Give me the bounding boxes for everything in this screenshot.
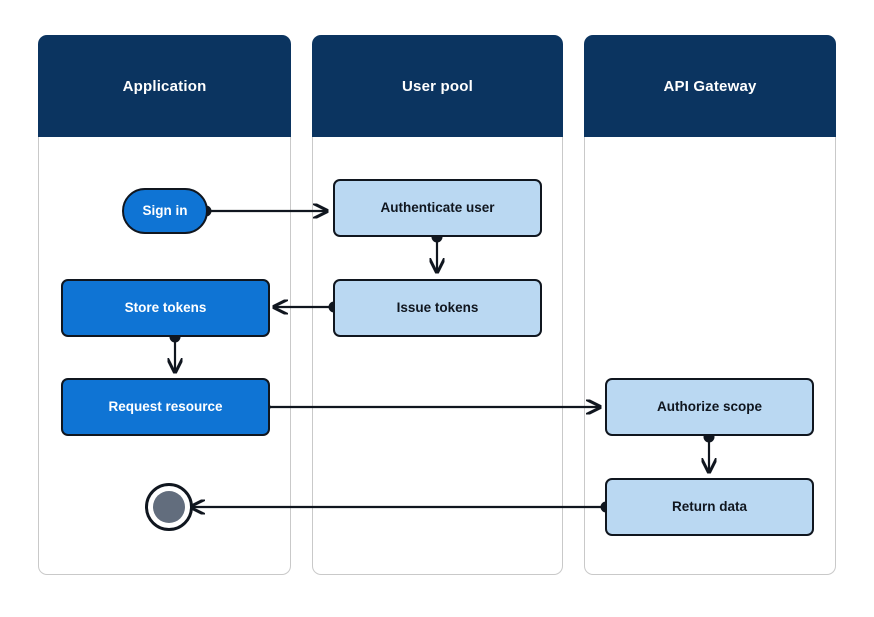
node-label-store-tokens: Store tokens bbox=[124, 299, 207, 315]
node-label-sign-in: Sign in bbox=[142, 202, 188, 218]
node-authenticate-user[interactable]: Authenticate user bbox=[333, 179, 542, 237]
lane-title-application: Application bbox=[122, 77, 207, 95]
node-authorize-scope[interactable]: Authorize scope bbox=[605, 378, 814, 436]
lane-title-user-pool: User pool bbox=[402, 77, 473, 95]
node-issue-tokens[interactable]: Issue tokens bbox=[333, 279, 542, 337]
node-label-issue-tokens: Issue tokens bbox=[396, 299, 479, 315]
lane-header-application: Application bbox=[38, 35, 291, 137]
node-label-authorize-scope: Authorize scope bbox=[656, 398, 762, 414]
node-label-return-data: Return data bbox=[671, 498, 747, 514]
lane-title-api-gateway: API Gateway bbox=[663, 77, 757, 95]
node-return-data[interactable]: Return data bbox=[605, 478, 814, 536]
node-request-resource[interactable]: Request resource bbox=[61, 378, 270, 436]
lane-header-user-pool: User pool bbox=[312, 35, 563, 137]
node-store-tokens[interactable]: Store tokens bbox=[61, 279, 270, 337]
node-label-request-resource: Request resource bbox=[108, 398, 223, 414]
node-sign-in[interactable]: Sign in bbox=[122, 188, 208, 234]
node-label-authenticate-user: Authenticate user bbox=[380, 199, 495, 215]
node-end-circle[interactable] bbox=[145, 483, 193, 531]
end-circle-inner bbox=[153, 491, 185, 523]
lane-header-api-gateway: API Gateway bbox=[584, 35, 836, 137]
